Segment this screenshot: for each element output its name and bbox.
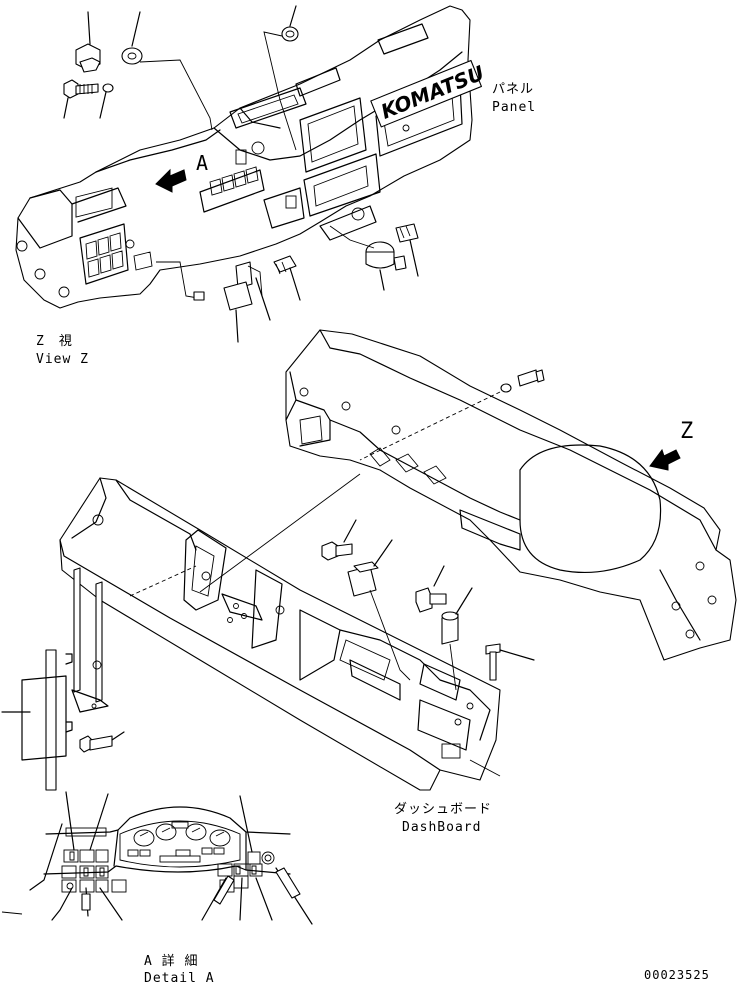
dashboard-label-en: DashBoard xyxy=(402,820,482,835)
a-marker-label: A xyxy=(196,151,210,175)
detail-bulb-part xyxy=(81,893,91,911)
dashboard-floating-parts xyxy=(321,519,535,777)
bolt-part-2 xyxy=(415,587,433,613)
dashboard-frame xyxy=(1,473,501,791)
meter-cluster xyxy=(119,820,241,868)
top-plug-part xyxy=(263,5,299,151)
cover-washer-part xyxy=(500,383,512,393)
detail-a-view xyxy=(1,791,313,925)
part-number: 00023525 xyxy=(644,968,710,982)
top-left-parts xyxy=(63,11,213,131)
left-switch-cluster xyxy=(79,223,153,285)
detail-a-label-jp: A 詳 細 xyxy=(144,954,199,969)
z-arrow-icon xyxy=(649,448,681,471)
cover-bolt-part xyxy=(517,369,539,387)
view-arrow-icon xyxy=(155,168,187,193)
view-z-panel: KOMATSU xyxy=(15,5,488,309)
mount-hole xyxy=(34,268,46,280)
z-marker-label: Z xyxy=(680,419,695,444)
clip-part xyxy=(485,643,501,655)
mount-hole xyxy=(58,286,70,298)
view-z-label-en: View Z xyxy=(36,352,89,367)
connector-small xyxy=(193,291,205,301)
left-pipe-part xyxy=(45,649,57,791)
panel-lower-parts xyxy=(223,223,419,343)
panel-label-jp: パネル xyxy=(492,82,535,97)
left-support-leg xyxy=(73,567,81,693)
detail-cable-part xyxy=(275,867,301,899)
panel-cover xyxy=(285,329,737,661)
relay-part xyxy=(235,261,253,289)
view-z-label-jp: Z 視 xyxy=(36,334,73,349)
detail-switch xyxy=(63,849,79,863)
panel-label-en: Panel xyxy=(492,100,537,115)
dashboard-label-jp: ダッシュボード xyxy=(394,802,493,817)
detail-a-label-en: Detail A xyxy=(144,971,215,986)
gasket-part xyxy=(121,47,143,65)
switch-part xyxy=(395,223,419,243)
washer-part xyxy=(102,83,114,93)
mount-hole xyxy=(16,240,28,252)
